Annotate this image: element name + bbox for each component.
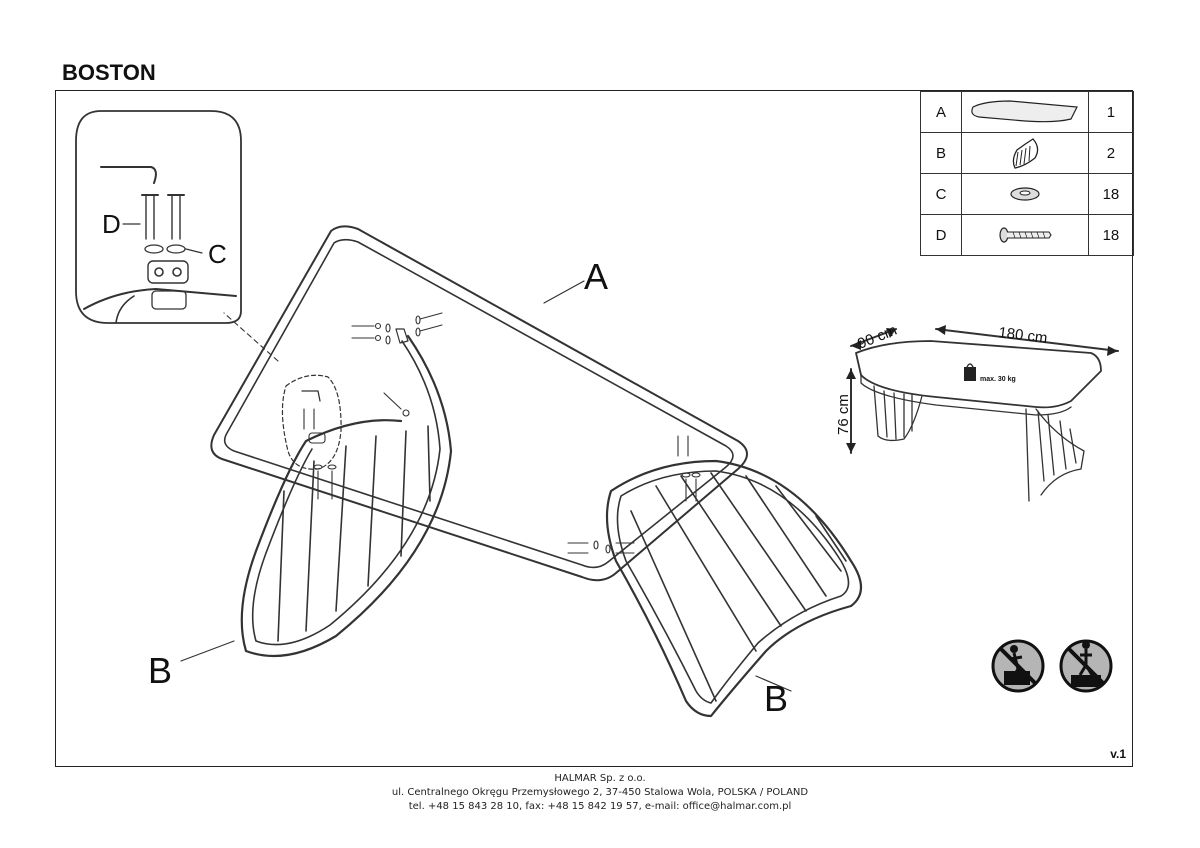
dimension-length: 180 cm bbox=[998, 324, 1049, 347]
detail-callout bbox=[223, 312, 342, 470]
table-top-icon bbox=[971, 100, 1078, 123]
no-climbing-icon bbox=[1059, 639, 1113, 693]
part-letter: B bbox=[919, 132, 963, 174]
dimension-arrowheads bbox=[846, 325, 1118, 453]
parts-row-d: D 18 bbox=[919, 214, 1135, 256]
callout-c: C bbox=[208, 239, 227, 269]
parts-row-c: C 18 bbox=[919, 173, 1135, 215]
part-quantity: 18 bbox=[1087, 214, 1135, 256]
max-load-label: max. 30 kg bbox=[980, 376, 1016, 383]
parts-list-table: A 1 B 2 C bbox=[919, 91, 1135, 256]
product-title: BOSTON bbox=[62, 60, 156, 85]
part-quantity: 1 bbox=[1087, 91, 1135, 133]
assembly-diagram: A B B C D 90 cm 180 cm 76 cm max. 30 kg bbox=[75, 110, 1119, 719]
callout-b-right: B bbox=[764, 678, 788, 719]
bolts-left bbox=[313, 312, 443, 500]
company-address: ul. Centralnego Okręgu Przemysłowego 2, … bbox=[391, 787, 809, 798]
instruction-frame: A B B C D 90 cm 180 cm 76 cm max. 30 kg bbox=[55, 90, 1135, 767]
dimension-height: 76 cm bbox=[835, 394, 852, 435]
company-contact: tel. +48 15 843 28 10, fax: +48 15 842 1… bbox=[408, 801, 792, 812]
no-standing-on-table-icon bbox=[991, 639, 1045, 693]
part-quantity: 2 bbox=[1087, 132, 1135, 174]
parts-row-b: B 2 bbox=[919, 132, 1135, 174]
part-letter: A bbox=[919, 91, 963, 133]
callout-b-left: B bbox=[148, 650, 172, 691]
washer-icon bbox=[1010, 187, 1040, 201]
detail-inset bbox=[75, 110, 242, 324]
part-letter: C bbox=[919, 173, 963, 215]
part-letter: D bbox=[919, 214, 963, 256]
leg-frame-icon bbox=[1012, 138, 1039, 169]
left-leg-frame bbox=[240, 328, 453, 658]
assembled-table-drawing bbox=[850, 328, 1119, 502]
dimension-width: 90 cm bbox=[855, 322, 899, 353]
table-top-part bbox=[210, 225, 748, 582]
right-leg-frame bbox=[605, 459, 863, 718]
bolts-right bbox=[567, 435, 701, 554]
company-footer: HALMAR Sp. z o.o. ul. Centralnego Okręgu… bbox=[0, 772, 1200, 814]
part-quantity: 18 bbox=[1087, 173, 1135, 215]
parts-row-a: A 1 bbox=[919, 91, 1135, 133]
version-label: v.1 bbox=[1110, 747, 1126, 761]
callout-a: A bbox=[584, 256, 608, 297]
company-name: HALMAR Sp. z o.o. bbox=[554, 773, 646, 784]
callout-d: D bbox=[102, 209, 121, 239]
bolt-icon bbox=[999, 227, 1052, 243]
